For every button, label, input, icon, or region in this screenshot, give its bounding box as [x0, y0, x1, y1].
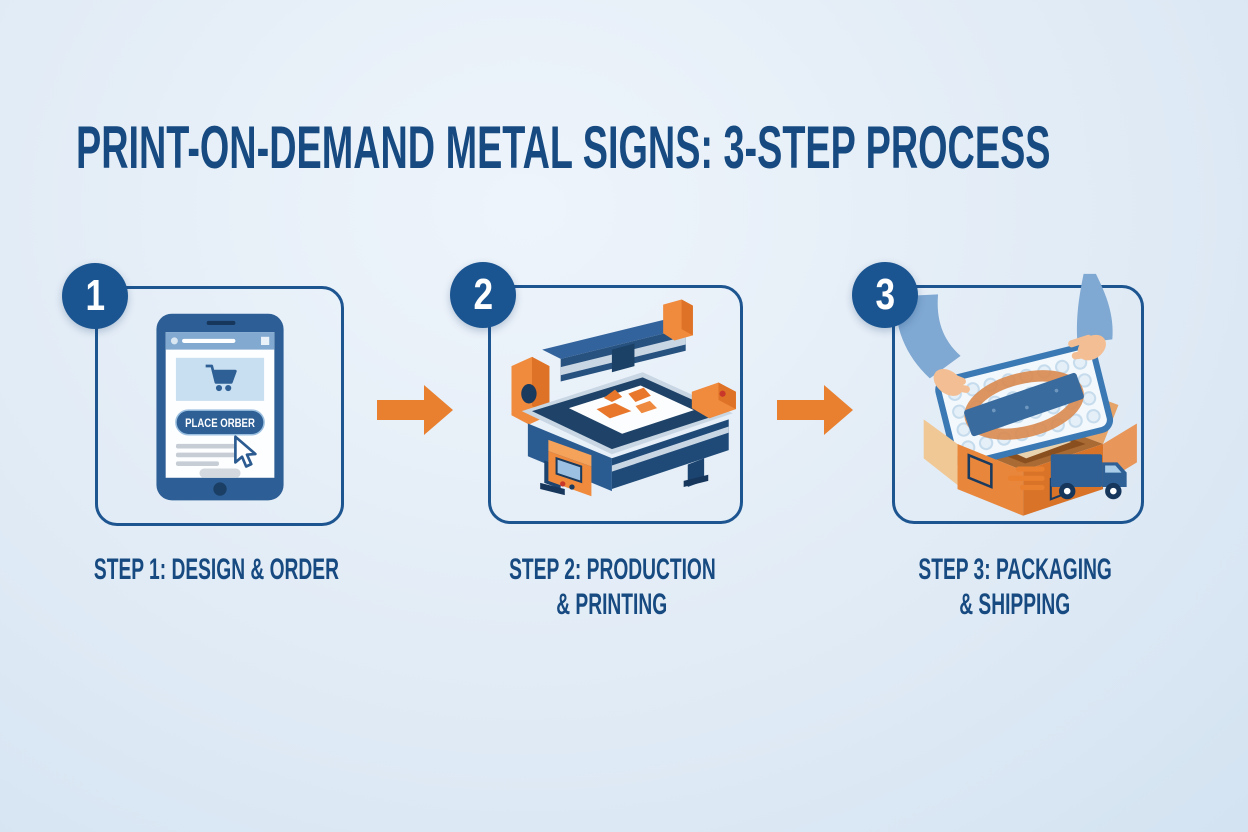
cart-icon [205, 364, 237, 392]
place-order-button: PLACE ORBER [175, 409, 265, 436]
truck-icon [1007, 454, 1127, 500]
step-1-box: PLACE ORBER [95, 286, 344, 526]
home-button [213, 482, 227, 496]
step-2-number-badge: 2 [450, 262, 516, 328]
tablet-order-illustration: PLACE ORBER [156, 313, 284, 501]
step-2-caption: STEP 2: PRODUCTION & PRINTING [508, 553, 716, 622]
right-hand [1068, 273, 1113, 361]
step-1-caption: STEP 1: DESIGN & ORDER [93, 553, 339, 586]
printer-illustration [511, 299, 736, 497]
left-hand [896, 294, 970, 396]
arrow-right-icon [377, 385, 453, 435]
printer-icon [511, 299, 736, 497]
cursor-icon [234, 435, 257, 468]
browser-bar [165, 332, 275, 350]
wrapped-metal-sign [935, 342, 1114, 468]
step-3-caption: STEP 3: PACKAGING & SHIPPING [918, 553, 1112, 622]
scroll-pill [199, 468, 241, 478]
place-order-label: PLACE ORBER [185, 417, 255, 430]
text-lines [175, 443, 238, 466]
step-3-box [892, 273, 1144, 524]
control-panel [548, 439, 592, 497]
step-1-number-badge: 1 [62, 263, 128, 329]
packing-illustration [896, 273, 1137, 516]
page-title: PRINT-ON-DEMAND METAL SIGNS: 3-STEP PROC… [76, 114, 1051, 181]
step-3-number-badge: 3 [852, 262, 918, 328]
step-2-box [488, 285, 743, 524]
printed-sheet [568, 385, 694, 434]
arrow-right-icon [777, 385, 853, 435]
tablet-device: PLACE ORBER [156, 313, 284, 501]
print-head [611, 343, 635, 373]
